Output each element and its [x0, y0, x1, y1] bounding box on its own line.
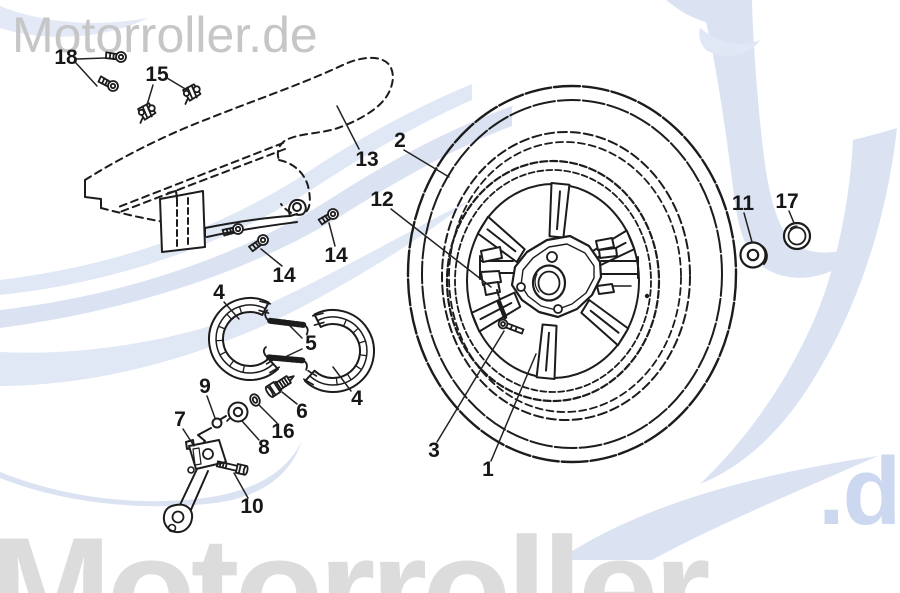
- callout-1: 1: [482, 458, 494, 481]
- swoosh-top-left: [0, 6, 148, 37]
- callout-14-left: 14: [272, 264, 296, 287]
- watermark-top: Motorroller.de: [12, 7, 318, 63]
- leader-14-right: [328, 222, 336, 247]
- hub: [510, 234, 603, 319]
- watermark-bottom-right-de: .d: [818, 438, 900, 545]
- callout-10: 10: [240, 495, 264, 518]
- callout-2: 2: [394, 129, 406, 152]
- swoosh-wave-3: [0, 200, 470, 386]
- hub-spring-screw: [496, 289, 525, 335]
- tire: [406, 84, 738, 464]
- callout-14-right: 14: [324, 244, 348, 267]
- callout-11: 11: [731, 192, 755, 215]
- fender-left-corner: [84, 179, 102, 209]
- leader-12: [390, 208, 492, 288]
- leader-13: [336, 105, 360, 150]
- callout-4-right: 4: [351, 387, 363, 410]
- axle-stub-right: [595, 237, 639, 295]
- callout-12: 12: [370, 188, 394, 211]
- brake-arm-7: [162, 439, 227, 534]
- fender-mounting-plate: [204, 198, 307, 238]
- callout-7: 7: [174, 408, 186, 431]
- callout-17: 17: [775, 190, 799, 213]
- watermark-bottom: Motorroller: [0, 507, 711, 593]
- swoosh-bottom-right: [558, 456, 878, 560]
- leader-10: [233, 472, 249, 499]
- ring-16: [249, 393, 261, 407]
- fender-bracket: [159, 190, 206, 253]
- washer-8: [226, 401, 249, 423]
- leader-7: [182, 428, 195, 447]
- swoosh-wave-1: [0, 84, 472, 295]
- callout-18: 18: [54, 46, 78, 69]
- swoosh-right-hook: [699, 28, 760, 56]
- swoosh-right-crescent: [700, 128, 897, 484]
- leader-6: [281, 391, 298, 405]
- screw-14-left: [247, 232, 271, 255]
- leader-4-right: [332, 366, 352, 392]
- callout-4-left: 4: [213, 281, 225, 304]
- nut-11: [739, 241, 768, 269]
- seal-ring-17: [782, 221, 812, 251]
- rear-fender-outline: [84, 56, 394, 229]
- leader-15: [146, 77, 188, 106]
- swoosh-wave-2: [0, 106, 512, 328]
- callout-13: 13: [355, 148, 379, 171]
- leader-1: [490, 353, 537, 462]
- screws-18: [96, 50, 128, 94]
- callout-15: 15: [145, 63, 169, 86]
- leader-3: [436, 330, 505, 443]
- callout-3: 3: [428, 439, 440, 462]
- callout-8: 8: [258, 436, 270, 459]
- clamps-15: [135, 82, 204, 124]
- adjuster-bolt-6: [264, 375, 295, 398]
- bolt-10: [215, 460, 249, 476]
- swoosh-right-blade: [666, 0, 872, 278]
- leader-16: [258, 404, 278, 424]
- leader-8: [241, 420, 260, 441]
- leader-11: [743, 212, 753, 243]
- leader-14-left: [260, 248, 283, 267]
- leader-18: [75, 57, 106, 87]
- leader-4-left: [223, 301, 240, 320]
- leader-9: [206, 395, 216, 419]
- leader-17: [788, 210, 795, 224]
- callout-16: 16: [271, 420, 295, 443]
- leader-5: [284, 324, 303, 358]
- leader-2: [403, 149, 450, 178]
- callout-6: 6: [296, 400, 308, 423]
- callout-9: 9: [199, 375, 211, 398]
- brake-shoe-right: [302, 309, 375, 393]
- leader-lines: [75, 57, 795, 499]
- callout-5: 5: [305, 332, 317, 355]
- brake-shoe-left: [208, 297, 281, 381]
